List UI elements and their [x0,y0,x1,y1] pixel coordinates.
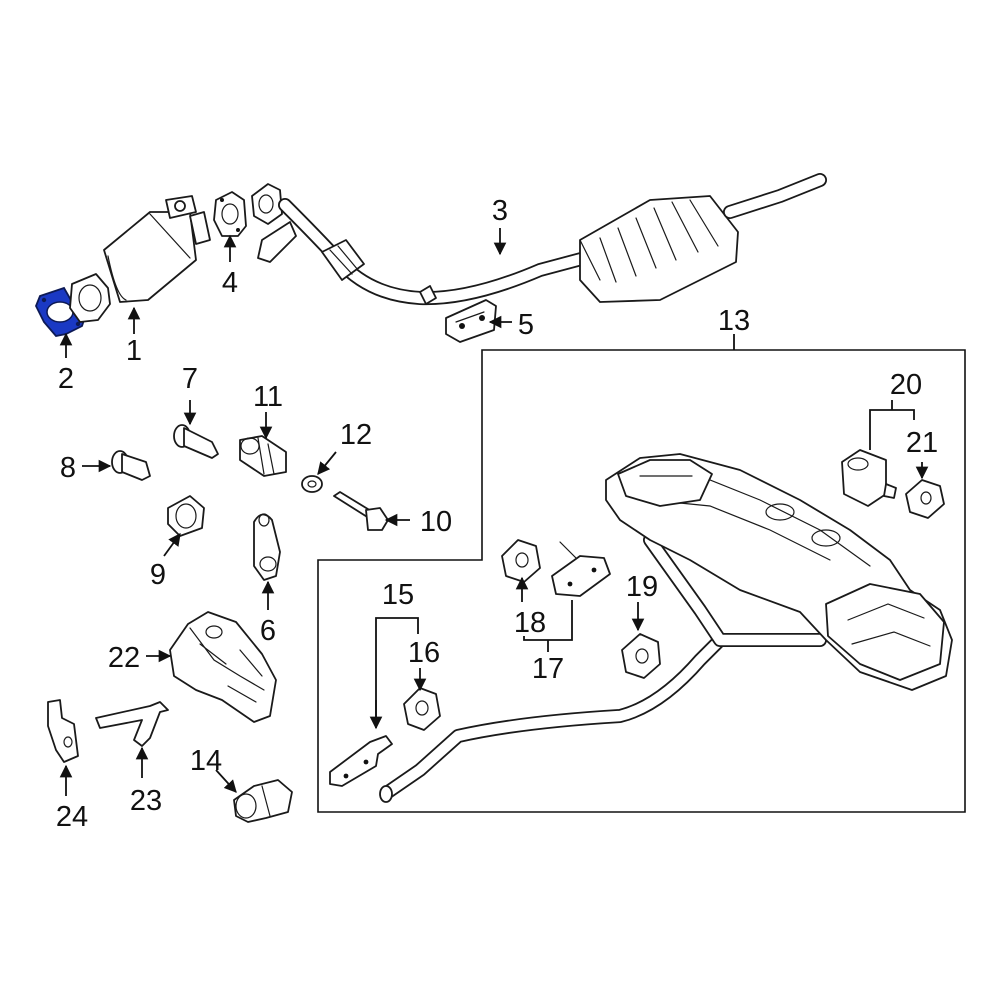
callout-13: 13 [718,305,750,337]
callout-10: 10 [420,506,452,538]
part-24-bracket[interactable] [47,699,79,763]
part-11-bushing[interactable] [239,435,287,477]
callout-4: 4 [222,267,238,299]
part-10-bolt[interactable] [333,491,389,531]
part-23-bracket[interactable] [95,701,169,747]
callout-19: 19 [626,571,658,603]
callout-17: 17 [532,653,564,685]
callout-numbers: 1 2 3 4 5 6 7 8 9 10 11 12 13 14 15 16 1… [56,195,938,833]
callout-20: 20 [890,369,922,401]
callout-18: 18 [514,607,546,639]
part-21-gasket[interactable] [905,479,945,519]
part-20-valve-actuator[interactable] [841,449,897,507]
callout-15: 15 [382,579,414,611]
callout-9: 9 [150,559,166,591]
part-8-bolt[interactable] [111,450,151,481]
part-1-catalytic-converter[interactable] [69,195,211,323]
callout-24: 24 [56,801,88,833]
part-4-flange-gasket[interactable] [213,191,247,237]
part-15-bracket[interactable] [329,735,393,787]
leader-lines [59,228,929,796]
leader-9 [163,532,181,557]
leader-14 [215,769,237,793]
part-16-rubber-hanger[interactable] [403,687,441,731]
callout-16: 16 [408,637,440,669]
part-5-hanger-bracket[interactable] [445,299,497,343]
part-7-bolt[interactable] [173,424,219,459]
part-22-heat-shield[interactable] [169,611,277,723]
part-6-bracket[interactable] [253,513,281,581]
part-9-bushing[interactable] [167,495,205,537]
assembly-13-inset-frame [317,349,966,813]
part-17-bracket[interactable] [551,541,611,597]
callout-6: 6 [260,615,276,647]
part-14-clamp[interactable] [233,779,293,823]
part-12-washer[interactable] [301,475,323,493]
part-13-rear-muffler-assembly[interactable] [379,453,953,803]
leader-12 [317,451,337,475]
part-2-gasket-highlighted[interactable] [35,286,85,337]
leader-15-bracket [375,617,419,720]
callout-7: 7 [182,363,198,395]
callout-12: 12 [340,419,372,451]
callout-5: 5 [518,309,534,341]
callout-14: 14 [190,745,222,777]
part-18-rubber-hanger[interactable] [501,539,541,583]
callout-3: 3 [492,195,508,227]
callout-22: 22 [108,642,140,674]
callout-11: 11 [253,381,283,413]
callout-1: 1 [126,335,142,367]
callout-23: 23 [130,785,162,817]
callout-21: 21 [906,427,938,459]
callout-2: 2 [58,363,74,395]
callout-8: 8 [60,452,76,484]
part-19-rubber-hanger[interactable] [621,633,661,679]
part-3-front-pipe-muffler[interactable] [251,173,827,306]
